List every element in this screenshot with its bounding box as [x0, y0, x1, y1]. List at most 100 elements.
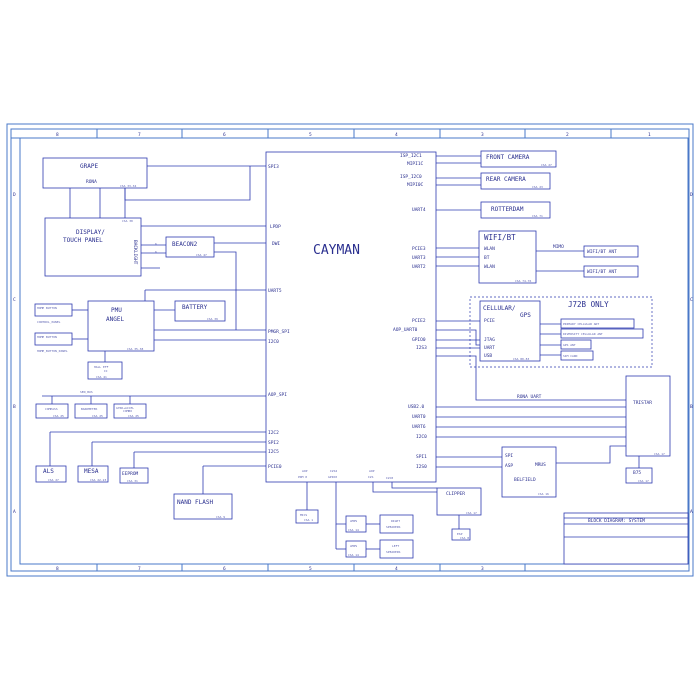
nand-ref: CSA 9 [216, 515, 225, 519]
cellular-block: CELLULAR/ GPS PCIE JTAG UART USB CSA 80-… [479, 300, 541, 362]
clipper-title: CLIPPER [446, 491, 465, 497]
cellular-title: CELLULAR/ [483, 305, 516, 312]
col-label: 2 [566, 132, 569, 138]
pin-label: UART0 [412, 414, 426, 420]
clipper-block: CLIPPER CSA 17 [436, 487, 482, 516]
col-label: 6 [223, 566, 226, 572]
col-label: 4 [395, 132, 398, 138]
pin-label: LPDP [270, 224, 281, 230]
esp-block: ESP CSA 8 [451, 528, 471, 541]
amps-ref: CSA 14 [348, 528, 359, 532]
col-label: 8 [56, 132, 59, 138]
inner-frame [10, 128, 690, 572]
bottom-column-strip: 8 7 6 5 4 3 [56, 564, 526, 572]
hall-effect-block: HALL EFF IC CSA 41 [87, 361, 123, 380]
amps-ref: CSA 14 [348, 553, 359, 557]
front-camera-title: FRONT CAMERA [486, 154, 530, 161]
cell-ant-primary: PRIMARY CELLULAR ANT [560, 318, 635, 329]
esp-ref: CSA 8 [460, 536, 469, 540]
amps-2-block: AMPS CSA 14 [345, 540, 367, 558]
pin-label: I2S2 [330, 469, 337, 473]
cell-ant-label: DIVERSITY CELLULAR ANT [563, 332, 603, 336]
backlight-label: BACKLIGHT [132, 240, 138, 265]
mics-block: MICS CSA 1 [295, 509, 319, 524]
row-label: A [13, 509, 16, 515]
j72b-label: J72B ONLY [568, 300, 609, 309]
als-label: ALS [43, 468, 54, 475]
col-label: 1 [648, 132, 651, 138]
clipper-ref: CSA 17 [466, 511, 477, 515]
pin-label: SPI2 [268, 440, 279, 446]
pin-label: I2S [368, 475, 374, 479]
row-label: D [13, 192, 16, 198]
belfield-pin: SPI [505, 453, 513, 459]
mesa-label: MESA [84, 468, 99, 475]
pin-label: PDM 0 [298, 475, 307, 479]
sen-bus-label: SEN_BUS [80, 390, 93, 394]
home-button-2-ref: HOME_BUTTON_PANEL [37, 349, 68, 353]
gps-ant-label: GPS ANT [563, 343, 576, 347]
cayman-title: CAYMAN [313, 243, 360, 258]
cellular-ref: CSA 80-83 [513, 357, 529, 361]
pin-label: PCIE3 [412, 246, 426, 252]
b75-ref: CSA 17 [638, 479, 649, 483]
beacon-ref: CSA 47 [196, 253, 207, 257]
front-camera-block: FRONT CAMERA CSA 27 [480, 150, 557, 168]
display-block: DISPLAY/ TOUCH PANEL BACKLIGHT CSA 30 [44, 217, 142, 277]
front-camera-ref: CSA 27 [541, 163, 552, 167]
sim-card: SIM CARD [560, 350, 594, 361]
eeprom-block: EEPROM CSA 31 [119, 467, 149, 484]
als-block: ALS CSA 27 [35, 465, 67, 483]
connections [42, 155, 640, 550]
speaker-label-2: SPEAKERS [386, 550, 401, 554]
wifi-ant-1: WIFI/BT ANT [583, 245, 639, 258]
eeprom-label: EEPROM [122, 471, 139, 477]
wifi-bt-block: WIFI/BT WLAN BT WLAN CSA 74-76 MIMO [478, 230, 564, 284]
left-speakers-block: LEFT SPEAKERS [379, 539, 414, 559]
barometer-block: BAROMETER CSA 25 [74, 403, 108, 419]
battery-block: BATTERY CSA 39 [174, 300, 226, 322]
beacon-title: BEACON2 [172, 241, 198, 248]
pmu-block: PMU ANGEL CSA 35-38 [87, 300, 155, 352]
wifi-ant-label: WIFI/BT ANT [587, 269, 617, 275]
gps-ant: GPS ANT [560, 339, 592, 350]
belfield-ref: CSA 16 [538, 492, 549, 496]
col-label: 7 [138, 132, 141, 138]
beacon-block: BEACON2 CSA 47 6 6 [155, 236, 215, 258]
speaker-label-2: SPEAKERS [386, 525, 401, 529]
wifi-ant-label: WIFI/BT ANT [587, 249, 617, 255]
mics-label: MICS [300, 513, 307, 517]
nand-flash-block: NAND FLASH CSA 9 [173, 493, 233, 520]
wifi-ref: CSA 74-76 [515, 279, 531, 283]
pin-label: I2C0 [268, 339, 279, 345]
pin-label: I2S3 [416, 345, 427, 351]
rear-camera-title: REAR CAMERA [486, 176, 526, 183]
pmu-title: PMU [111, 307, 122, 314]
display-title-2: TOUCH PANEL [63, 237, 103, 244]
cellular-pin: USB [484, 353, 492, 359]
home-button-block: HOME BUTTON CONTROL_PANEL [34, 303, 73, 324]
pin-label: SPI1 [416, 454, 427, 460]
cell-ant-label: PRIMARY CELLULAR ANT [563, 322, 599, 326]
tristar-ref: CSA 17 [654, 452, 665, 456]
rona-uart-label: RONA UART [517, 394, 542, 400]
battery-ref: CSA 39 [207, 317, 218, 321]
pin-label: I2C2 [268, 430, 279, 436]
pin-label: UART6 [412, 424, 426, 430]
esp-label: ESP [457, 532, 463, 536]
col-label: 3 [481, 132, 484, 138]
pin-label: SPI3 [268, 164, 279, 170]
mimo-label: MIMO [553, 244, 564, 250]
col-label: 7 [138, 566, 141, 572]
pin-label: UART2 [412, 264, 426, 270]
barometer-ref: CSA 25 [92, 414, 103, 418]
diagram-title: BLOCK DIAGRAM: SYSTEM [588, 518, 645, 524]
pin-label: GPIO0 [412, 337, 426, 343]
row-label: B [690, 404, 693, 410]
right-speakers-block: RIGHT SPEAKERS [379, 514, 414, 534]
mesa-ref: CSA 22-23 [90, 478, 106, 482]
eeprom-ref: CSA 31 [127, 479, 138, 483]
top-column-strip: 8 7 6 5 4 3 2 1 [11, 129, 689, 139]
col-label: 8 [56, 566, 59, 572]
